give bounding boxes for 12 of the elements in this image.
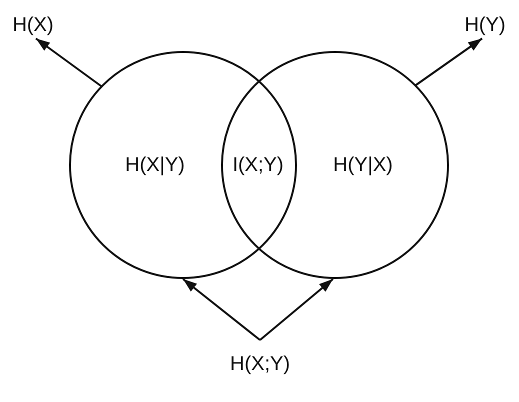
arrow (414, 38, 483, 86)
venn-circle (220, 50, 450, 280)
region-label: H(Y|X) (333, 153, 393, 177)
term-label: H(X) (12, 12, 54, 36)
term-label: H(X;Y) (230, 352, 290, 376)
term-label: H(Y) (464, 12, 506, 36)
arrow (259, 278, 334, 341)
region-label: I(X;Y) (232, 153, 284, 177)
arrow (35, 38, 102, 88)
venn-circle (68, 50, 298, 280)
arrow (182, 278, 261, 341)
region-label: H(X|Y) (125, 153, 185, 177)
